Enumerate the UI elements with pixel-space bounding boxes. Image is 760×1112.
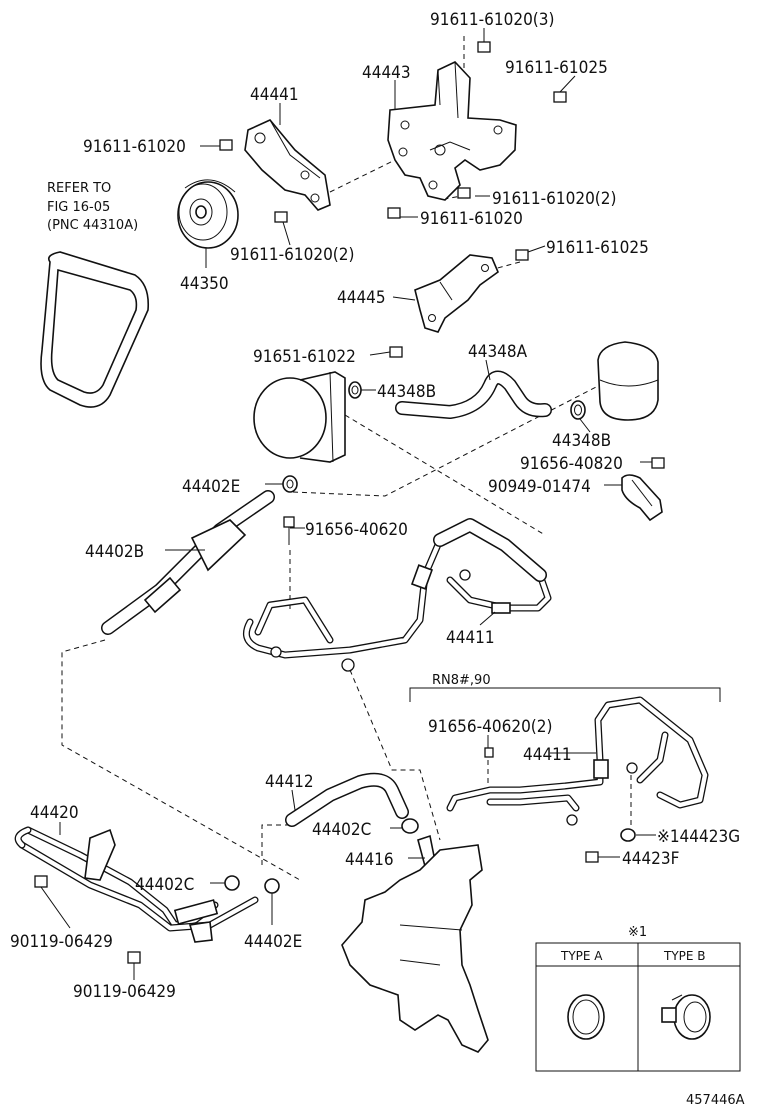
- label-44348B-right: 44348B: [552, 431, 611, 451]
- reservoir: [597, 341, 659, 421]
- label-44412: 44412: [265, 772, 314, 792]
- power-steering-pump: [253, 371, 346, 463]
- clamp-44348B-left: [348, 381, 362, 399]
- label-44402B: 44402B: [85, 542, 144, 562]
- refer-line-3: (PNC 44310A): [47, 218, 138, 233]
- idler-pulley-44350: [177, 179, 239, 249]
- bolt-91656-40620: [283, 516, 295, 545]
- type-a-clip-icon: [567, 994, 605, 1040]
- note-col-a: TYPE A: [560, 949, 603, 963]
- label-44348A: 44348A: [468, 342, 528, 362]
- label-91656-40620-2: 91656-40620(2): [428, 717, 552, 737]
- label-91656-40620: 91656-40620: [305, 520, 408, 540]
- clamp-44402E-top: [282, 475, 298, 493]
- label-44441: 44441: [250, 85, 299, 105]
- leader-lines: [59, 28, 656, 925]
- label-90119-06429-b: 90119-06429: [73, 982, 176, 1002]
- bracket-44445: [414, 254, 499, 333]
- label-44350: 44350: [180, 274, 229, 294]
- bracket-44443: [387, 61, 517, 201]
- hose-44412: [285, 772, 409, 827]
- steering-gear: [341, 844, 489, 1053]
- label-44411-variant: 44411: [523, 745, 572, 765]
- label-91611-61020-2-right: 91611-61020(2): [492, 189, 616, 209]
- label-44402C-left: 44402C: [135, 875, 194, 895]
- refer-line-1: REFER TO: [47, 181, 111, 196]
- label-91656-40820: 91656-40820: [520, 454, 623, 474]
- label-91611-61020-3: 91611-61020(3): [430, 10, 554, 30]
- label-44416: 44416: [345, 850, 394, 870]
- clamp-90949-01474: [621, 474, 663, 522]
- label-91611-61020-2-lower: 91611-61020(2): [230, 245, 354, 265]
- refer-line-2: FIG 16-05: [47, 200, 110, 215]
- label-90119-06429-a: 90119-06429: [10, 932, 113, 952]
- clip-44423G: [620, 828, 636, 842]
- label-91611-61025-top: 91611-61025: [505, 58, 608, 78]
- label-44402C-right: 44402C: [312, 820, 371, 840]
- label-44402E-top: 44402E: [182, 477, 240, 497]
- variant-box: [409, 687, 721, 702]
- assembly-dash-lines: [61, 36, 632, 881]
- v-belt: [40, 251, 150, 408]
- hose-44402B: [101, 490, 275, 635]
- label-44445: 44445: [337, 288, 386, 308]
- cooler-44420: [14, 826, 259, 943]
- note-table: ※1 TYPE A TYPE B: [535, 925, 741, 1072]
- bolt-90119-06429-b: [127, 951, 141, 980]
- label-44420: 44420: [30, 803, 79, 823]
- clamp-44348B-right: [570, 400, 586, 420]
- hose-44348A: [395, 370, 552, 419]
- label-91611-61020-mid: 91611-61020: [420, 209, 523, 229]
- label-44423G: ※144423G: [657, 827, 740, 847]
- label-44443: 44443: [362, 63, 411, 83]
- bolt-90119-06429-a: [34, 875, 71, 929]
- bolt-44423F: [585, 851, 599, 863]
- label-91611-61020-left: 91611-61020: [83, 137, 186, 157]
- label-90949-01474: 90949-01474: [488, 477, 591, 497]
- clamp-44402E-bottom: [264, 878, 280, 894]
- bracket-44441: [244, 119, 331, 211]
- tube-44411-main: [242, 518, 552, 672]
- figure-id: 457446A: [686, 1093, 745, 1108]
- label-44423F: 44423F: [622, 849, 679, 869]
- labels: 91611-61020(3) 91611-61025 44443 44441 9…: [10, 10, 740, 1002]
- label-91651-61022: 91651-61022: [253, 347, 356, 367]
- clamp-44402C-left: [224, 875, 240, 891]
- label-44402E-bottom: 44402E: [244, 932, 302, 952]
- tube-44411-variant: [446, 696, 709, 826]
- label-44348B-left: 44348B: [377, 382, 436, 402]
- type-b-clip-icon: [661, 994, 711, 1040]
- label-variant: RN8#,90: [432, 673, 491, 688]
- clamp-44402C-right: [401, 818, 419, 834]
- note-col-b: TYPE B: [663, 949, 706, 963]
- note-mark: ※1: [628, 925, 647, 940]
- label-44411-main: 44411: [446, 628, 495, 648]
- label-91611-61025-mid: 91611-61025: [546, 238, 649, 258]
